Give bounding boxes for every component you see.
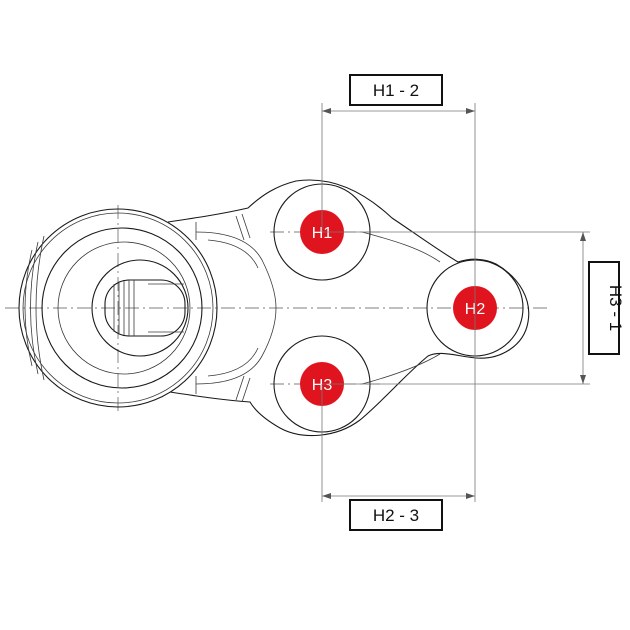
flange-outline <box>167 179 530 437</box>
web-fillet-top <box>207 239 259 269</box>
dim-h3-h1-label: H3 - 1 <box>606 285 625 331</box>
dim-h2-h3-label: H2 - 3 <box>373 506 419 525</box>
dim-h1-h2-arrow-right <box>466 108 475 114</box>
housing-rim-line-3 <box>35 235 45 381</box>
housing-outer-ring-inner <box>22 212 214 404</box>
dimension-h1-h2: H1 - 2 <box>321 74 476 308</box>
hole-h1-label: H1 <box>312 225 333 242</box>
housing-rim-line-2 <box>30 241 39 375</box>
lobe-curve-bottom <box>361 353 441 385</box>
web-fillet-bottom <box>207 347 259 377</box>
rib-top-2 <box>235 215 245 241</box>
threaded-stud <box>104 279 186 337</box>
dim-h1-h2-box <box>349 74 443 106</box>
rib-bottom-2 <box>235 375 245 401</box>
housing-outer-ring <box>18 208 218 408</box>
dimension-h3-h1: H3 - 1 <box>322 231 625 385</box>
dim-h1-h2-arrow-left <box>322 108 331 114</box>
housing-rim-line-1 <box>24 249 33 367</box>
housing-middle-ring <box>41 227 203 389</box>
dim-h2-h3-arrow-left <box>322 493 331 499</box>
dim-h1-h2-label: H1 - 2 <box>373 81 419 100</box>
housing-inner-ring <box>57 241 191 375</box>
dim-h2-h3-box <box>349 499 443 531</box>
dimension-h2-h3: H2 - 3 <box>321 308 476 531</box>
ball-joint-flange <box>167 179 530 437</box>
lobe-curve-top <box>361 231 441 263</box>
dim-h3-h1-arrow-bottom <box>580 375 586 384</box>
web-inner-curve <box>195 231 277 385</box>
boot-ring <box>91 259 189 357</box>
rib-bottom-3 <box>241 377 251 403</box>
dim-h3-h1-box <box>588 261 620 355</box>
dim-h3-h1-arrow-top <box>580 232 586 241</box>
stud-body <box>104 279 186 337</box>
ball-stud-housing <box>18 208 218 408</box>
dim-h2-h3-arrow-right <box>466 493 475 499</box>
rib-top-3 <box>241 213 251 239</box>
